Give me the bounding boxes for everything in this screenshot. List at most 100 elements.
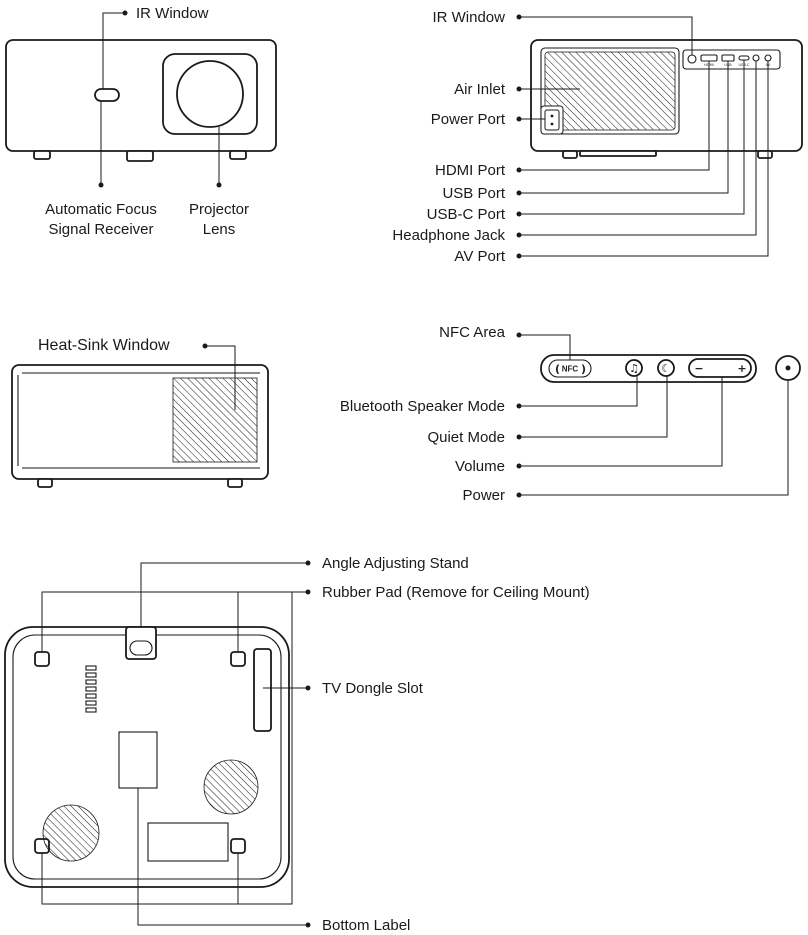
rear-view: HDMI USB USB-C AV IR Window Air Inlet Po…	[392, 9, 803, 265]
leader-hdmi	[519, 61, 710, 171]
quiet-mode-button[interactable]	[657, 359, 675, 377]
leader-dot	[516, 403, 522, 409]
side-foot-right	[227, 478, 243, 488]
leader-rubber-pad-top-left	[41, 591, 308, 652]
label-rubber-pad: Rubber Pad (Remove for Ceiling Mount)	[322, 584, 590, 601]
rubber-pad-top-right	[230, 651, 246, 667]
leader-dot	[516, 190, 522, 196]
leader-dot	[202, 343, 208, 349]
rear-foot-right	[757, 150, 773, 159]
label-focus-receiver-2: Signal Receiver	[48, 221, 153, 238]
front-foot-center	[126, 150, 154, 162]
label-heat-sink: Heat-Sink Window	[38, 337, 170, 354]
rear-foot-center	[579, 150, 657, 157]
vent-slots	[85, 665, 97, 713]
side-view: Heat-Sink Window	[11, 337, 269, 488]
port-strip	[682, 49, 781, 70]
control-panel: NFC ( ) ♫ ☾ − + NFC Area Bluetooth Speak…	[340, 324, 801, 504]
leader-dot	[516, 211, 522, 217]
speaker-grille-left	[42, 804, 100, 862]
bottom-view: Angle Adjusting Stand Rubber Pad (Remove…	[4, 555, 590, 934]
leader-dot	[216, 182, 222, 188]
label-bottom-label: Bottom Label	[322, 917, 410, 934]
leader-dot	[516, 86, 522, 92]
angle-stand	[125, 626, 157, 660]
bottom-label-panel	[147, 822, 229, 862]
leader-heat-sink	[205, 345, 236, 410]
leader-usb	[519, 61, 729, 194]
label-power: Power	[462, 487, 505, 504]
leader-dot	[122, 10, 128, 16]
rubber-pad-top-left	[34, 651, 50, 667]
label-headphone-jack: Headphone Jack	[392, 227, 505, 244]
leader-dot	[516, 463, 522, 469]
nfc-signal-right-icon: )	[581, 363, 586, 376]
leader-usbc	[519, 60, 745, 215]
front-view: IR Window Automatic Focus Signal Receive…	[5, 5, 277, 238]
leader-rubber-pad-bottom	[41, 853, 239, 905]
front-ir-window	[94, 88, 120, 102]
leader-nfc	[519, 334, 571, 360]
vent-slot	[85, 707, 97, 713]
leader-dot	[516, 434, 522, 440]
rear-panel-frame	[540, 47, 680, 135]
projector-lens	[176, 60, 244, 128]
rubber-pad-bottom-right	[230, 838, 246, 854]
leader-dot	[516, 253, 522, 259]
label-bluetooth-mode: Bluetooth Speaker Mode	[340, 398, 505, 415]
leader-bluetooth	[519, 376, 638, 407]
leader-dot	[516, 232, 522, 238]
label-lens-1: Projector	[189, 201, 249, 218]
volume-plus[interactable]: +	[737, 362, 746, 375]
vent-slot	[85, 693, 97, 699]
power-socket-icon	[544, 109, 560, 131]
nfc-tag: NFC	[562, 365, 579, 374]
leader-angle-stand	[140, 562, 308, 627]
label-usb-port: USB Port	[442, 185, 505, 202]
leader-bottom-label	[137, 788, 308, 926]
leader-front-ir	[102, 12, 125, 89]
vent-slot	[85, 686, 97, 692]
label-focus-receiver-1: Automatic Focus	[45, 201, 157, 218]
front-foot-left	[33, 150, 51, 160]
label-hdmi-port: HDMI Port	[435, 162, 506, 179]
side-foot-left	[37, 478, 53, 488]
label-nfc-area: NFC Area	[439, 324, 506, 341]
leader-dot	[98, 182, 104, 188]
label-front-ir-window: IR Window	[136, 5, 209, 22]
leader-dot	[305, 922, 311, 928]
leader-dot	[516, 167, 522, 173]
leader-volume	[519, 377, 723, 467]
tv-dongle-slot	[253, 648, 272, 732]
label-quiet-mode: Quiet Mode	[427, 429, 505, 446]
leader-dot	[305, 560, 311, 566]
leader-dot	[516, 492, 522, 498]
leader-dot	[516, 116, 522, 122]
leader-dot	[305, 685, 311, 691]
leader-rubber-pad-side	[238, 592, 293, 905]
label-av-port: AV Port	[454, 248, 505, 265]
volume-minus[interactable]: −	[694, 362, 703, 375]
bluetooth-mode-button[interactable]	[625, 359, 643, 377]
leader-av	[519, 61, 769, 257]
moon-icon: ☾	[661, 362, 671, 375]
label-rear-ir-window: IR Window	[432, 9, 505, 26]
power-socket-pin	[550, 122, 554, 126]
leader-dot	[516, 14, 522, 20]
label-angle-stand: Angle Adjusting Stand	[322, 555, 469, 572]
leader-power	[519, 380, 789, 496]
vent-slot	[85, 700, 97, 706]
label-tv-dongle: TV Dongle Slot	[322, 680, 424, 697]
power-socket-pin	[550, 114, 554, 118]
label-power-port: Power Port	[431, 111, 506, 128]
leader-dot	[305, 589, 311, 595]
leader-rear-ir	[519, 16, 693, 55]
rear-foot-left	[562, 150, 578, 159]
leader-dot	[516, 332, 522, 338]
volume-rocker[interactable]	[688, 358, 752, 378]
vent-slot	[85, 679, 97, 685]
leader-headphone	[519, 61, 757, 236]
label-volume: Volume	[455, 458, 505, 475]
heat-sink-grille	[172, 377, 258, 463]
